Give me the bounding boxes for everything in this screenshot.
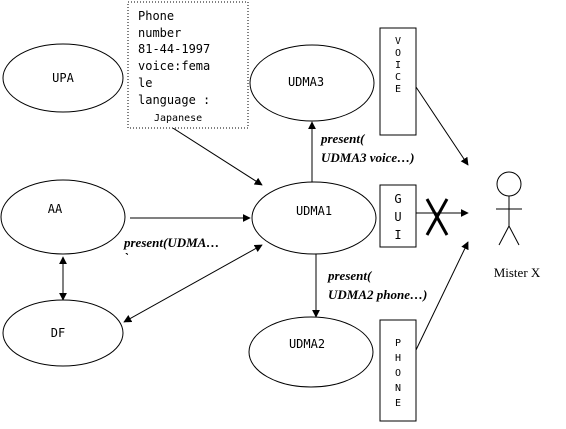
note-line-3: 81-44-1997 — [138, 42, 210, 56]
device-gui[interactable]: G U I — [379, 184, 417, 248]
device-gui-letter: G — [394, 192, 401, 206]
device-phone-letter: O — [395, 368, 401, 379]
device-voice-letter: O — [395, 48, 401, 59]
node-udma1[interactable]: UDMA1 — [251, 181, 377, 255]
node-upa-label: UPA — [52, 71, 74, 85]
user-stick-figure-icon — [496, 171, 522, 246]
node-udma3[interactable]: UDMA3 — [249, 44, 375, 122]
phone-info-note: Phone number 81-44-1997 voice:fema le la… — [127, 1, 249, 129]
message-udma2-line-2: UDMA2 phone…) — [328, 287, 427, 302]
node-aa-label: AA — [48, 202, 63, 216]
user-label: Mister X — [494, 265, 541, 280]
node-udma2[interactable]: UDMA2 — [248, 316, 374, 388]
edge-phone-misterx — [415, 241, 469, 351]
message-udma3-line-2: UDMA3 voice…) — [321, 150, 415, 165]
message-udma3-line-1: present( — [320, 131, 366, 146]
device-phone-letter: E — [395, 398, 401, 409]
note-line-5: le — [138, 76, 152, 90]
note-line-1: Phone — [138, 9, 174, 23]
device-gui-letter: U — [394, 210, 401, 224]
device-phone-letter: H — [395, 353, 401, 364]
note-line-4: voice:fema — [138, 59, 210, 73]
node-udma2-label: UDMA2 — [289, 337, 325, 351]
node-df-label: DF — [51, 326, 65, 340]
device-voice-letter: I — [395, 60, 401, 71]
note-line-7: Japanese — [154, 113, 202, 124]
note-line-6: language : — [138, 93, 210, 107]
node-df[interactable]: DF — [2, 299, 124, 367]
node-upa[interactable]: UPA — [2, 43, 124, 113]
device-phone-letter: P — [395, 338, 401, 349]
blocked-cross-icon — [425, 198, 449, 236]
device-voice-letter: C — [395, 72, 401, 83]
edge-voice-misterx — [415, 86, 469, 166]
node-udma3-label: UDMA3 — [288, 75, 324, 89]
device-voice-letter: E — [395, 84, 401, 95]
node-aa[interactable]: AA — [0, 179, 126, 255]
device-voice-letter: V — [395, 36, 401, 47]
device-voice[interactable]: V O I C E — [379, 27, 417, 136]
node-udma1-label: UDMA1 — [296, 204, 332, 218]
message-udma2-line-1: present( — [327, 268, 373, 283]
device-phone-letter: N — [395, 383, 401, 394]
message-udma1-tick: ` — [124, 250, 129, 265]
device-gui-letter: I — [394, 228, 401, 242]
note-line-2: number — [138, 26, 181, 40]
edge-df-udma1 — [123, 244, 263, 323]
message-udma1-label: present(UDMA… — [123, 235, 219, 250]
device-phone[interactable]: P H O N E — [379, 319, 417, 422]
